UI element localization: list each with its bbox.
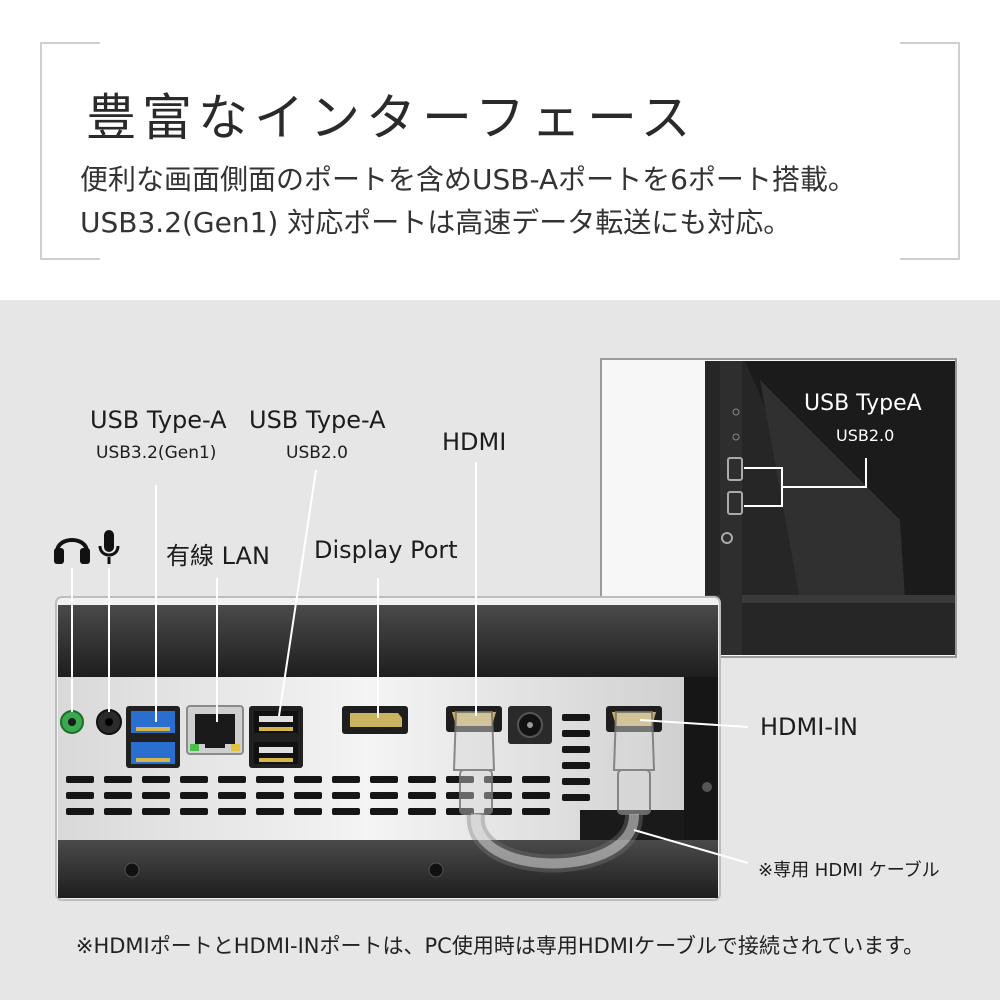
- vent-slot: [218, 808, 246, 815]
- label-hdmi-cable: ※専用 HDMI ケーブル: [758, 860, 940, 881]
- headphone-jack: [60, 710, 84, 734]
- vent-slot: [522, 808, 550, 815]
- side-usb-port-2: [727, 491, 743, 515]
- vent-slot: [522, 776, 550, 783]
- vent-slot: [562, 730, 590, 737]
- label-hdmi: HDMI: [442, 428, 507, 456]
- page-title: 豊富なインターフェース: [86, 89, 697, 147]
- vent-slot: [256, 792, 284, 799]
- label-usb-a-1-spec: USB3.2(Gen1): [96, 443, 217, 463]
- vent-slot: [332, 792, 360, 799]
- vent-slot: [294, 808, 322, 815]
- vent-slot: [180, 776, 208, 783]
- usb-3-ports: [126, 706, 180, 768]
- vent-slot: [66, 808, 94, 815]
- label-hdmi-in: HDMI-IN: [760, 713, 859, 741]
- label-side-usb-name: USB TypeA: [804, 391, 922, 416]
- vent-slot: [104, 808, 132, 815]
- vent-slot: [142, 808, 170, 815]
- label-display-port: Display Port: [314, 536, 458, 564]
- vent-slot: [256, 776, 284, 783]
- vent-slot: [256, 808, 284, 815]
- label-usb-a-2-spec: USB2.0: [286, 443, 348, 463]
- hdmi-cable: [452, 711, 656, 873]
- usb-2-ports: [249, 706, 303, 768]
- vent-slot: [332, 808, 360, 815]
- headphones-icon: [54, 538, 90, 564]
- vent-slot: [104, 792, 132, 799]
- header-frame: 豊富なインターフェース 便利な画面側面のポートを含めUSB-Aポートを6ポート搭…: [40, 42, 960, 260]
- vent-slot: [294, 792, 322, 799]
- label-usb-a-2-name: USB Type-A: [249, 406, 386, 434]
- description: 便利な画面側面のポートを含めUSB-Aポートを6ポート搭載。 USB3.2(Ge…: [80, 158, 856, 244]
- vent-slot: [408, 792, 436, 799]
- label-usb-a-1-name: USB Type-A: [90, 406, 227, 434]
- vent-slot: [522, 792, 550, 799]
- vent-slot: [218, 792, 246, 799]
- description-line-1: 便利な画面側面のポートを含めUSB-Aポートを6ポート搭載。: [80, 163, 856, 196]
- microphone-jack: [96, 709, 122, 735]
- vent-slot: [562, 762, 590, 769]
- side-usb-leader: [782, 458, 867, 488]
- vent-slot: [142, 792, 170, 799]
- vent-slot: [180, 808, 208, 815]
- vent-slot: [408, 808, 436, 815]
- vent-slot: [370, 808, 398, 815]
- label-side-usb-spec: USB2.0: [836, 426, 895, 445]
- vent-slot: [562, 746, 590, 753]
- vent-slot: [562, 794, 590, 801]
- vent-slot: [408, 776, 436, 783]
- label-lan: 有線 LAN: [166, 542, 270, 570]
- power-dc-in: [508, 706, 552, 744]
- vent-slot: [104, 776, 132, 783]
- leader-lines: [71, 462, 749, 864]
- vent-slot: [562, 714, 590, 721]
- footer-note: ※HDMIポートとHDMI-INポートは、PC使用時は専用HDMIケーブルで接続…: [75, 934, 925, 958]
- lan-port: [186, 705, 244, 755]
- frame-bracket-right: [900, 42, 960, 260]
- vent-slot: [66, 792, 94, 799]
- vent-slot: [66, 776, 94, 783]
- microphone-icon: [98, 530, 120, 564]
- vent-slot: [294, 776, 322, 783]
- display-port: [342, 706, 408, 734]
- vent-slot: [142, 776, 170, 783]
- vent-slot: [332, 776, 360, 783]
- vent-slot: [562, 778, 590, 785]
- power-icon: [721, 532, 733, 544]
- description-line-2: USB3.2(Gen1) 対応ポートは高速データ転送にも対応。: [80, 206, 792, 239]
- vent-slot: [180, 792, 208, 799]
- side-usb-port-1: [727, 457, 743, 481]
- vent-slot: [370, 792, 398, 799]
- vent-slot: [370, 776, 398, 783]
- frame-bracket-left: [40, 42, 100, 260]
- vent-slot: [218, 776, 246, 783]
